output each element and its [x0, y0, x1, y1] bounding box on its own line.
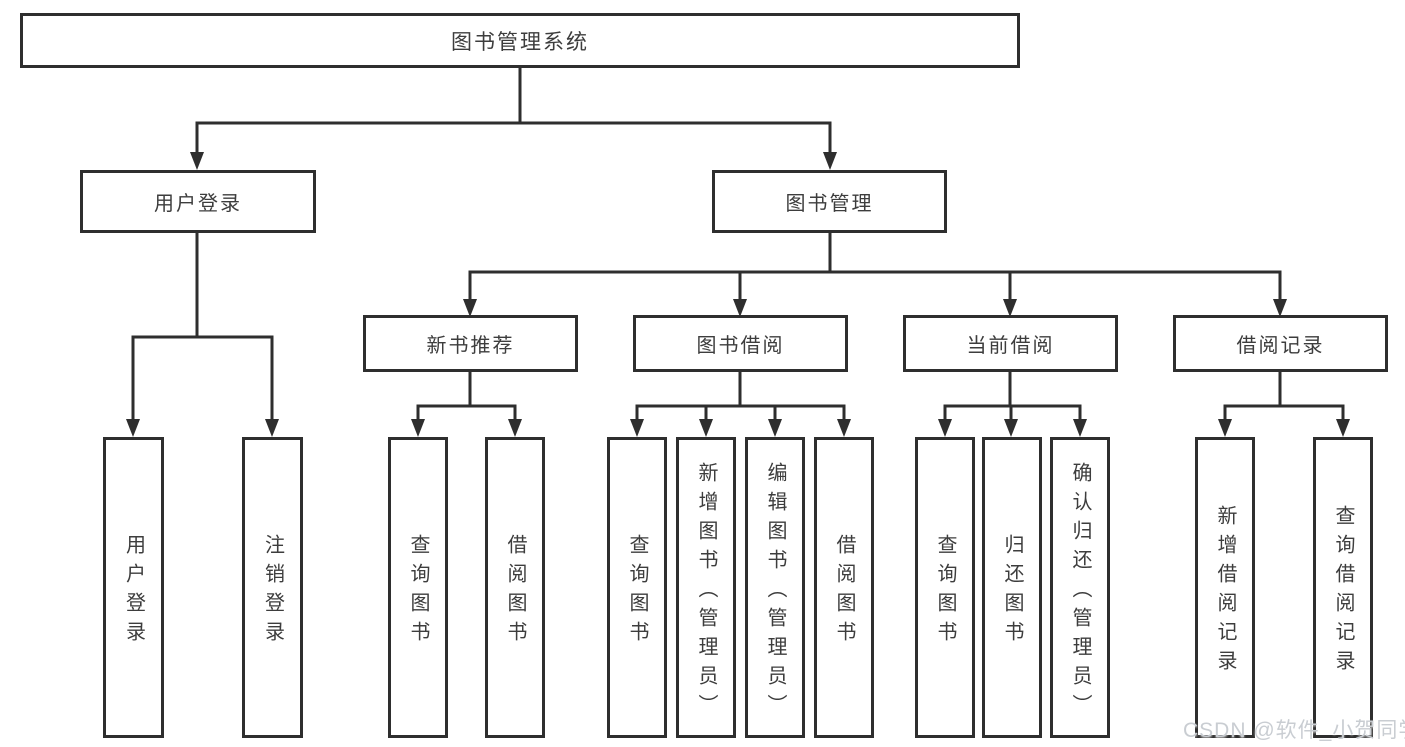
leaf-logout: 注销登录	[242, 437, 303, 738]
leaf-bb-borrow-book: 借阅图书	[814, 437, 874, 738]
leaf-logout-label: 注销登录	[261, 534, 284, 650]
leaf-bb-add-book-admin-label: 新增图书（管理员）	[695, 461, 717, 723]
node-new-book-recommend: 新书推荐	[363, 315, 578, 372]
leaf-cb-confirm-return-admin: 确认归还（管理员）	[1050, 437, 1110, 738]
node-book-borrowing: 图书借阅	[633, 315, 848, 372]
node-current-borrowing-label: 当前借阅	[966, 335, 1055, 357]
leaf-cb-return-book: 归还图书	[982, 437, 1042, 738]
leaf-bb-borrow-book-label: 借阅图书	[833, 534, 855, 650]
leaf-nbr-borrow-book-label: 借阅图书	[504, 534, 526, 650]
node-user-login: 用户登录	[80, 170, 316, 233]
leaf-cb-query-book-label: 查询图书	[934, 534, 956, 650]
leaf-bb-query-book: 查询图书	[607, 437, 667, 738]
leaf-user-login-label: 用户登录	[122, 534, 145, 650]
leaf-cb-query-book: 查询图书	[915, 437, 975, 738]
node-book-management: 图书管理	[712, 170, 947, 233]
leaf-nbr-query-book: 查询图书	[388, 437, 448, 738]
leaf-bb-query-book-label: 查询图书	[626, 534, 648, 650]
leaf-br-add-record: 新增借阅记录	[1195, 437, 1255, 738]
leaf-cb-return-book-label: 归还图书	[1001, 534, 1023, 650]
leaf-cb-confirm-return-admin-label: 确认归还（管理员）	[1069, 461, 1091, 723]
node-root-label: 图书管理系统	[451, 30, 589, 54]
node-current-borrowing: 当前借阅	[903, 315, 1118, 372]
leaf-br-query-record-label: 查询借阅记录	[1332, 505, 1354, 679]
leaf-bb-edit-book-admin: 编辑图书（管理员）	[745, 437, 805, 738]
csdn-watermark: CSDN @软件_小贺同学	[1183, 719, 1405, 742]
leaf-br-add-record-label: 新增借阅记录	[1214, 505, 1236, 679]
node-book-management-label: 图书管理	[785, 193, 874, 215]
leaf-bb-add-book-admin: 新增图书（管理员）	[676, 437, 736, 738]
leaf-nbr-borrow-book: 借阅图书	[485, 437, 545, 738]
leaf-nbr-query-book-label: 查询图书	[407, 534, 429, 650]
node-borrowing-records-label: 借阅记录	[1236, 335, 1325, 357]
node-borrowing-records: 借阅记录	[1173, 315, 1388, 372]
leaf-br-query-record: 查询借阅记录	[1313, 437, 1373, 738]
leaf-user-login: 用户登录	[103, 437, 164, 738]
node-root: 图书管理系统	[20, 13, 1020, 68]
leaf-bb-edit-book-admin-label: 编辑图书（管理员）	[764, 461, 786, 723]
node-new-book-recommend-label: 新书推荐	[426, 335, 515, 357]
node-user-login-label: 用户登录	[154, 193, 242, 215]
node-book-borrowing-label: 图书借阅	[696, 335, 785, 357]
